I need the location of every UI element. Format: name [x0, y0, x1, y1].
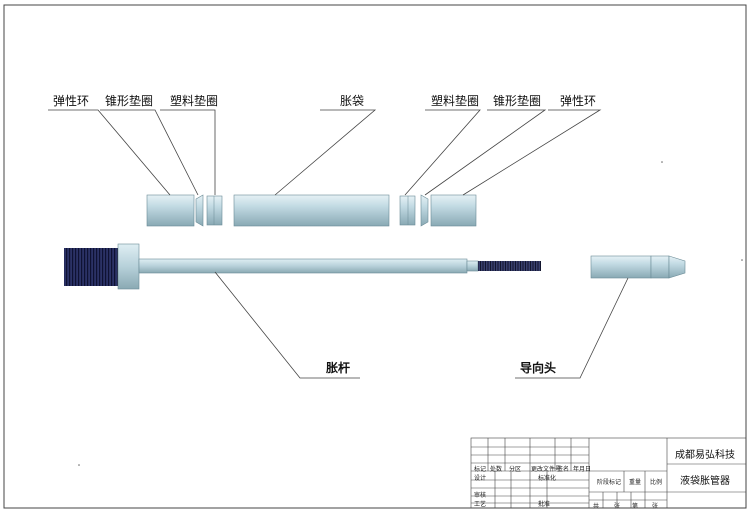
- header-date: 年月日: [573, 466, 592, 473]
- rod-thread-left: [64, 248, 119, 286]
- header-count: 处数: [490, 466, 503, 473]
- sheet-unit-label: 张: [652, 503, 659, 510]
- upper-assembly: [146, 194, 477, 227]
- product-name: 液袋胀管器: [680, 476, 730, 487]
- sheet-mark: [741, 259, 743, 261]
- guide-head-collar: [650, 255, 670, 279]
- left-spring-ring-part: [146, 194, 195, 227]
- leader-lines: [48, 109, 629, 379]
- label-right-plastic-washer: 塑料垫圈: [431, 94, 480, 108]
- header-docno: 更改文件号: [531, 466, 562, 473]
- left-cone-washer-part: [195, 194, 204, 227]
- rod-shaft-step: [466, 260, 479, 272]
- label-guide-head: 导向头: [520, 361, 557, 375]
- right-cone-washer-part: [420, 194, 429, 227]
- label-left-cone-washer: 锥形垫圈: [105, 94, 154, 108]
- bag-part: [233, 194, 390, 227]
- header-sign: 签名: [557, 466, 570, 473]
- review-label: 审核: [474, 492, 487, 499]
- rod-head-nut: [117, 243, 140, 290]
- standardize-label: 标准化: [538, 475, 557, 482]
- right-plastic-washer-part: [399, 195, 416, 226]
- label-right-spring-ring: 弹性环: [560, 94, 597, 108]
- stage-mark-label: 阶段标记: [597, 479, 622, 486]
- left-plastic-washer-part: [206, 195, 223, 226]
- guide-head-assembly: [590, 255, 686, 279]
- company-name: 成都易弘科技: [675, 450, 735, 461]
- total-label: 共: [593, 503, 600, 510]
- approve-label: 批准: [538, 501, 551, 508]
- rod-shaft: [138, 258, 468, 274]
- label-rod: 胀杆: [326, 361, 351, 375]
- right-spring-ring-part: [430, 194, 477, 227]
- process-label: 工艺: [474, 501, 487, 508]
- header-mark: 标记: [474, 466, 487, 473]
- design-label: 设计: [474, 475, 487, 482]
- rod-thread-right: [478, 261, 541, 271]
- label-left-spring-ring: 弹性环: [53, 94, 90, 108]
- label-bag: 胀袋: [340, 94, 365, 108]
- sheet-border: [3, 4, 747, 509]
- sheets-label: 张: [614, 503, 621, 510]
- title-block: [470, 437, 747, 509]
- sheet-mark: [661, 161, 663, 163]
- header-zone: 分区: [509, 466, 522, 473]
- sheet-no-label: 第: [632, 503, 639, 510]
- scale-label: 比例: [650, 479, 663, 486]
- rod-assembly: [64, 243, 541, 290]
- guide-head-body: [590, 255, 652, 279]
- label-left-plastic-washer: 塑料垫圈: [170, 94, 219, 108]
- sheet-mark: [78, 464, 80, 466]
- weight-label: 重量: [629, 479, 642, 486]
- guide-head-tip: [668, 255, 686, 279]
- label-right-cone-washer: 锥形垫圈: [493, 94, 542, 108]
